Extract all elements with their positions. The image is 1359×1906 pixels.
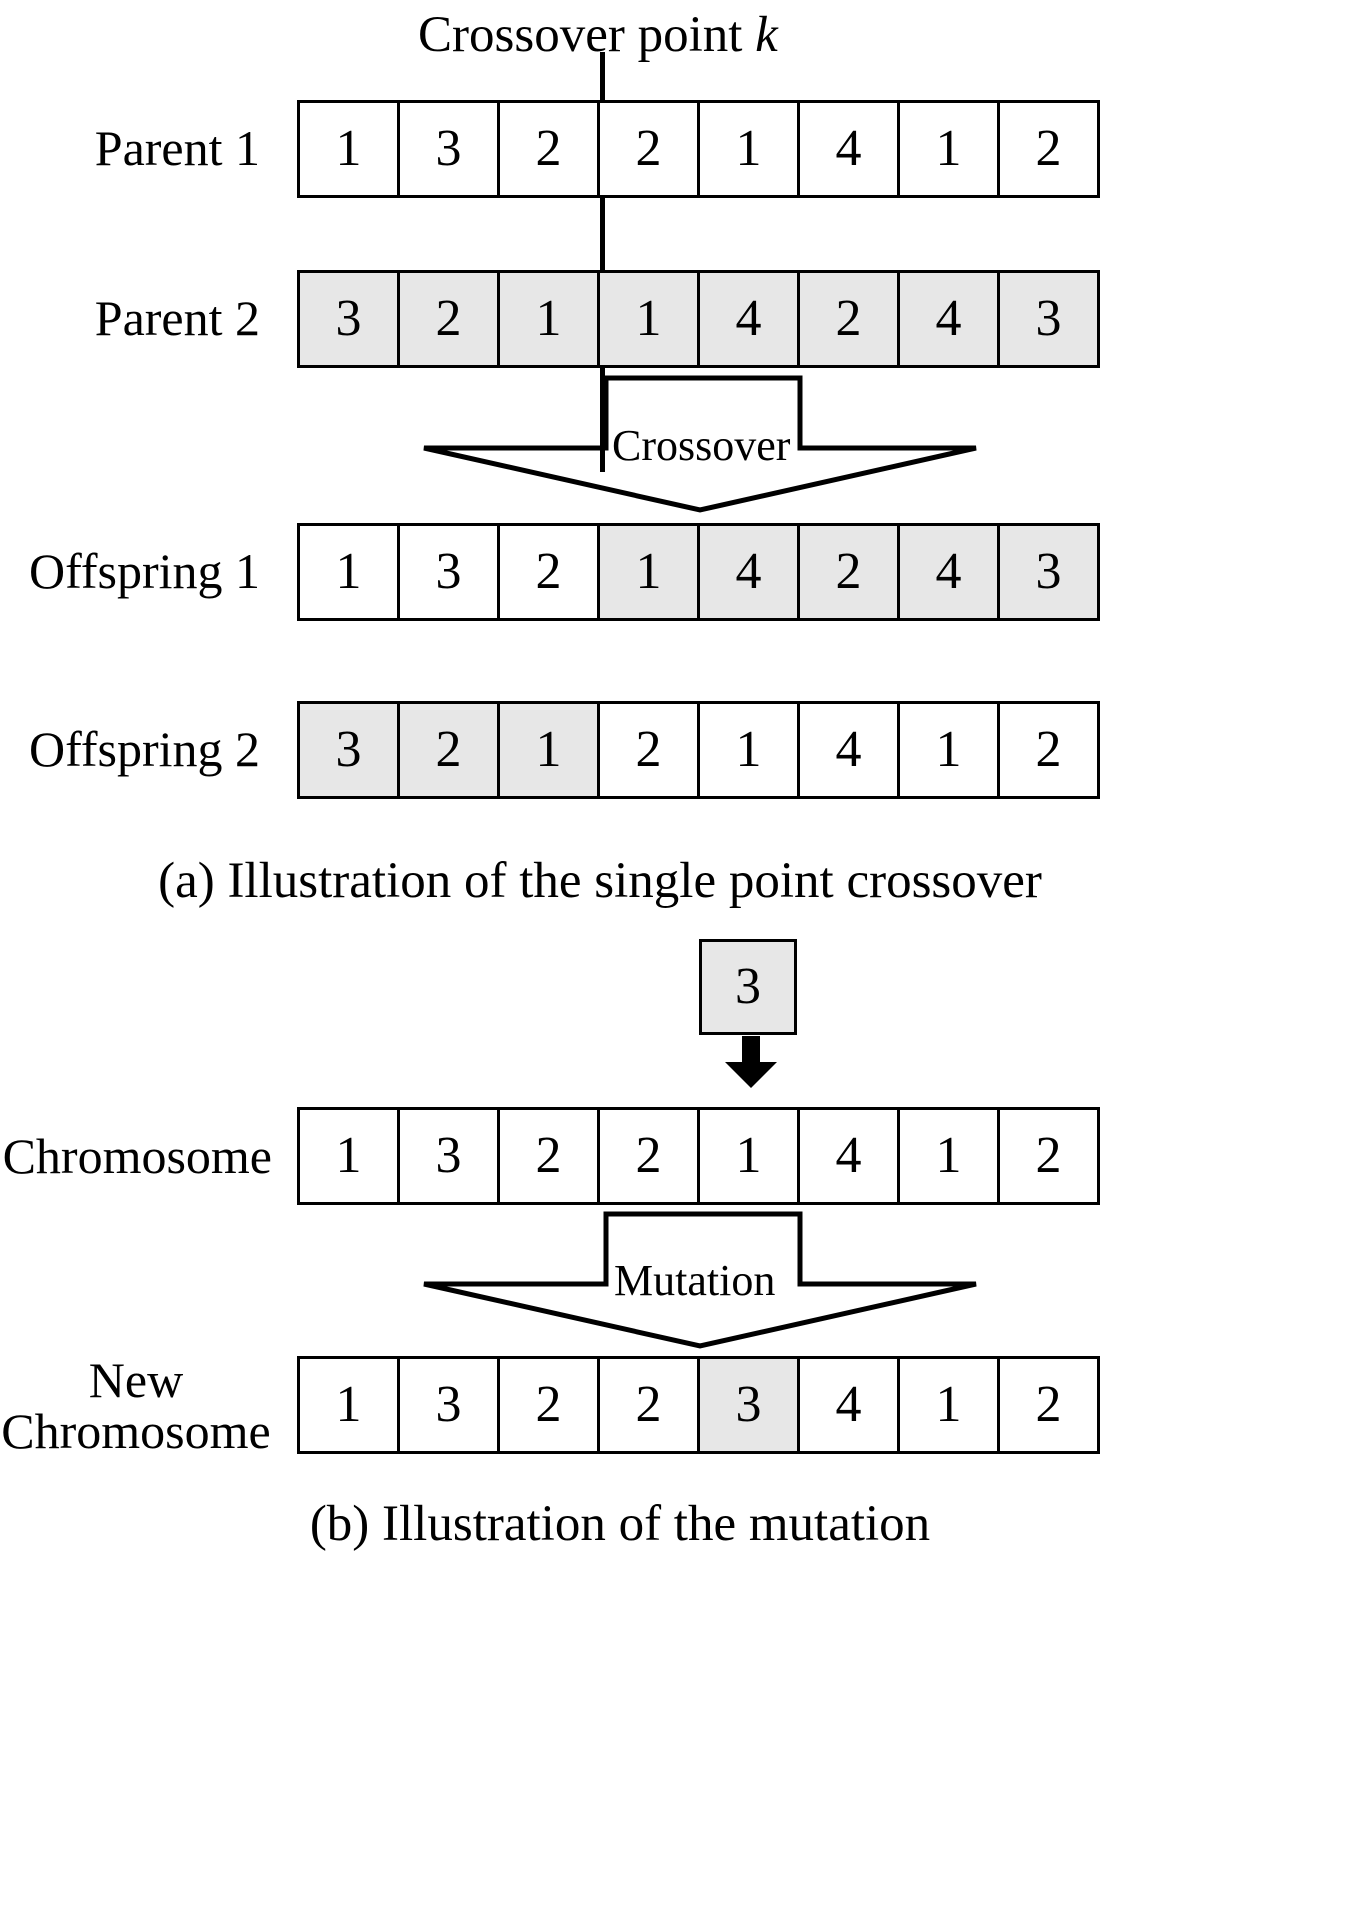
panel-b-caption: (b) Illustration of the mutation: [309, 1496, 931, 1552]
gene-cell[interactable]: 4: [697, 523, 800, 621]
row-label-chromosome: Chromosome: [2, 1128, 272, 1184]
gene-cell[interactable]: 2: [997, 1356, 1100, 1454]
row-label-offspring-2: Offspring 2: [28, 721, 260, 777]
crossover-point-line: [600, 52, 605, 472]
gene-cell[interactable]: 3: [397, 100, 500, 198]
chromosome-row-new: 1 3 2 2 3 4 1 2: [297, 1356, 1100, 1454]
gene-cell[interactable]: 2: [497, 1107, 600, 1205]
row-label-parent-2: Parent 2: [94, 290, 260, 346]
gene-cell[interactable]: 2: [597, 1356, 700, 1454]
crossover-arrow: [420, 372, 980, 514]
gene-cell[interactable]: 2: [497, 523, 600, 621]
gene-cell[interactable]: 1: [297, 100, 400, 198]
gene-cell[interactable]: 3: [297, 701, 400, 799]
mutation-gene-box[interactable]: 3: [699, 939, 797, 1035]
gene-cell[interactable]: 3: [297, 270, 400, 368]
row-label-new-chromosome-line1: New: [88, 1352, 184, 1408]
row-label-parent-1: Parent 1: [94, 120, 260, 176]
gene-cell[interactable]: 1: [297, 1107, 400, 1205]
gene-cell[interactable]: 2: [797, 270, 900, 368]
row-label-new-chromosome: New Chromosome: [0, 1355, 272, 1457]
chromosome-row-offspring-2: 3 2 1 2 1 4 1 2: [297, 701, 1100, 799]
crossover-point-variable: k: [755, 7, 778, 63]
chromosome-row-parent-2: 3 2 1 1 4 2 4 3: [297, 270, 1100, 368]
gene-cell[interactable]: 3: [997, 270, 1100, 368]
gene-cell[interactable]: 2: [497, 1356, 600, 1454]
gene-cell[interactable]: 3: [397, 1107, 500, 1205]
gene-cell[interactable]: 1: [597, 270, 700, 368]
gene-cell[interactable]: 4: [697, 270, 800, 368]
gene-cell[interactable]: 2: [397, 270, 500, 368]
gene-cell[interactable]: 2: [997, 701, 1100, 799]
crossover-point-title: Crossover point k: [418, 6, 778, 64]
gene-cell[interactable]: 2: [597, 701, 700, 799]
gene-cell[interactable]: 3: [397, 1356, 500, 1454]
mutation-arrow-label: Mutation: [614, 1256, 776, 1305]
gene-cell[interactable]: 2: [997, 1107, 1100, 1205]
gene-cell[interactable]: 4: [897, 270, 1000, 368]
gene-cell[interactable]: 1: [897, 1107, 1000, 1205]
crossover-point-title-text: Crossover point: [418, 7, 756, 63]
gene-cell[interactable]: 1: [497, 701, 600, 799]
gene-cell[interactable]: 3: [397, 523, 500, 621]
gene-cell[interactable]: 1: [897, 1356, 1000, 1454]
gene-cell[interactable]: 2: [597, 1107, 700, 1205]
gene-cell[interactable]: 2: [997, 100, 1100, 198]
gene-cell[interactable]: 1: [497, 270, 600, 368]
chromosome-row-offspring-1: 1 3 2 1 4 2 4 3: [297, 523, 1100, 621]
gene-cell[interactable]: 1: [897, 701, 1000, 799]
gene-cell[interactable]: 1: [697, 1107, 800, 1205]
gene-cell[interactable]: 3: [997, 523, 1100, 621]
gene-cell[interactable]: 1: [297, 523, 400, 621]
gene-cell[interactable]: 1: [897, 100, 1000, 198]
chromosome-row-parent-1: 1 3 2 2 1 4 1 2: [297, 100, 1100, 198]
mutation-arrow: [420, 1208, 980, 1350]
gene-cell[interactable]: 4: [797, 1356, 900, 1454]
gene-cell[interactable]: 4: [897, 523, 1000, 621]
row-label-offspring-1: Offspring 1: [28, 543, 260, 599]
gene-cell[interactable]: 2: [397, 701, 500, 799]
gene-cell[interactable]: 1: [297, 1356, 400, 1454]
gene-cell-mutated[interactable]: 3: [697, 1356, 800, 1454]
gene-cell[interactable]: 2: [797, 523, 900, 621]
gene-cell[interactable]: 4: [797, 701, 900, 799]
row-label-new-chromosome-line2: Chromosome: [1, 1403, 271, 1459]
gene-cell[interactable]: 4: [797, 1107, 900, 1205]
panel-a-caption: (a) Illustration of the single point cro…: [158, 853, 1042, 909]
mutation-down-arrow-icon: [715, 1036, 787, 1095]
chromosome-row-original: 1 3 2 2 1 4 1 2: [297, 1107, 1100, 1205]
gene-cell[interactable]: 1: [697, 100, 800, 198]
crossover-arrow-label: Crossover: [612, 421, 791, 470]
gene-cell[interactable]: 4: [797, 100, 900, 198]
gene-cell[interactable]: 2: [597, 100, 700, 198]
gene-cell[interactable]: 1: [597, 523, 700, 621]
gene-cell[interactable]: 2: [497, 100, 600, 198]
gene-cell[interactable]: 1: [697, 701, 800, 799]
